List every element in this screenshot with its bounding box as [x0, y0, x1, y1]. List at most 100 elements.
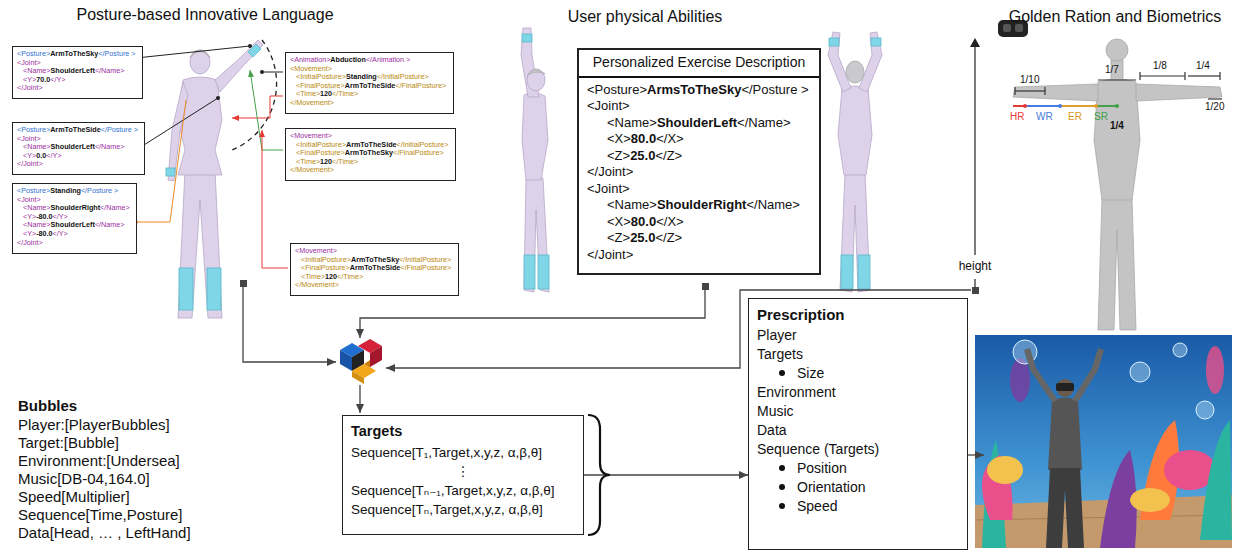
measure-label: 1/4 — [1110, 120, 1124, 131]
ratio-guides — [970, 20, 1222, 288]
list-item: Position — [797, 460, 847, 476]
box-text: Sequence (Targets) — [757, 440, 959, 459]
xml-value: ArmsToTheSky — [647, 82, 741, 97]
xml-line: <Y>70.0</Y> — [17, 76, 138, 85]
bubbles-line: Environment:[Undersea] — [18, 452, 180, 469]
xml-tag: <Name> — [607, 115, 657, 130]
xml-tag: <Posture> — [17, 125, 50, 134]
xml-tag: <Z> — [607, 230, 630, 245]
xml-line: </Movement> — [290, 166, 451, 175]
start-square — [240, 280, 247, 287]
xml-tag: </Time> — [332, 89, 358, 98]
list-item: Orientation — [797, 479, 865, 495]
xml-tag: <Name> — [607, 197, 657, 212]
xml-tag: </Joint> — [17, 83, 43, 92]
xml-value: ShoulderLeft — [51, 66, 95, 75]
leader-lines — [134, 44, 288, 268]
xml-line: <Z>25.0</Z> — [587, 230, 811, 247]
xml-line: <FinalPosture>ArmToTheSide</FinalPosture… — [295, 264, 454, 273]
xml-value: -80.0 — [36, 229, 52, 238]
xml-tag: </Posture > — [101, 125, 138, 134]
bullet-dot — [779, 465, 785, 471]
xml-tag: </InitialPosture> — [399, 255, 451, 264]
bullet-dot — [779, 484, 785, 490]
xml-tag: </Z> — [655, 148, 682, 163]
xml-line: </Movement> — [290, 99, 449, 108]
xml-line: <Movement> — [290, 65, 449, 74]
xml-line: <Time>120</Time> — [290, 158, 451, 167]
xml-line: <Y>0.0</Y> — [17, 152, 140, 161]
xml-value: ArmToTheSide — [350, 263, 401, 272]
xml-tag: <Joint> — [587, 98, 630, 113]
xml-tag: <Time> — [301, 272, 325, 281]
xml-line: </Joint> — [17, 84, 138, 93]
measure-label: 1/8 — [1153, 60, 1167, 71]
xml-tag: </FinalPosture> — [393, 148, 444, 157]
xml-tag: </Y> — [50, 75, 65, 84]
xml-value: 120 — [320, 89, 332, 98]
xml-tag: </Time> — [332, 157, 358, 166]
xml-line: <Joint> — [587, 181, 811, 198]
xml-value: 120 — [320, 157, 332, 166]
xml-tag: </Y> — [53, 212, 68, 221]
bubbles-line: Bubbles — [18, 397, 77, 414]
xml-movement-box: <Movement><InitialPosture>ArmToTheSide</… — [285, 128, 456, 181]
xml-value: 80.0 — [631, 214, 656, 229]
xml-line: <Name>ShoulderRight</Name> — [587, 197, 811, 214]
xml-line: <Name>ShoulderLeft</Name> — [17, 221, 132, 230]
xml-line: <Joint> — [17, 135, 140, 144]
xml-line: </Joint> — [17, 239, 132, 248]
box-text: Music — [757, 402, 959, 421]
bullet-dot — [779, 503, 785, 509]
xml-tag: <Movement> — [295, 246, 337, 255]
xml-tag: </Z> — [655, 230, 682, 245]
box-text: Sequence[Tₙ,Target,x,y,z, α,β,θ] — [351, 500, 575, 519]
xml-tag: <Y> — [23, 212, 36, 221]
bubbles-line: Sequence[Time,Posture] — [18, 506, 183, 523]
xml-tag: <Name> — [23, 66, 51, 75]
xml-posture-box: <Posture>Standing</Posture ><Joint><Name… — [12, 183, 137, 254]
start-square — [972, 287, 979, 294]
xml-tag: <FinalPosture> — [301, 263, 350, 272]
xml-line: <Posture>ArmToTheSide</Posture > — [17, 126, 140, 135]
xml-tag: </Name> — [95, 66, 125, 75]
xml-line: <Movement> — [295, 247, 454, 256]
xml-tag: </Name> — [737, 115, 790, 130]
biometric-figure — [1013, 39, 1222, 330]
xml-value: Standing — [50, 186, 81, 195]
xml-tag: <Movement> — [290, 64, 332, 73]
xml-value: ShoulderRight — [657, 197, 747, 212]
measure-label: SR — [1094, 111, 1108, 122]
xml-value: ArmToTheSky — [351, 255, 399, 264]
xml-tag: <Movement> — [290, 131, 332, 140]
box-text: Environment — [757, 383, 959, 402]
xml-value: ArmToTheSide — [50, 125, 101, 134]
measure-label: 1/4 — [1196, 60, 1210, 71]
xml-tag: <FinalPosture> — [296, 81, 345, 90]
xml-line: <Time>120</Time> — [290, 90, 449, 99]
xml-tag: <Time> — [296, 157, 320, 166]
bullet-row: Size — [757, 364, 959, 383]
xml-line: <Joint> — [587, 98, 811, 115]
xml-tag: </InitialPosture> — [377, 72, 429, 81]
xml-value: Standing — [346, 72, 377, 81]
xml-line: <InitialPosture>Standing</InitialPosture… — [290, 73, 449, 82]
xml-value: ShoulderLeft — [51, 220, 95, 229]
xml-value: ShoulderLeft — [657, 115, 737, 130]
xml-posture-box: <Posture>ArmToTheSide</Posture ><Joint><… — [12, 122, 145, 175]
xml-line: </Joint> — [587, 164, 811, 181]
xml-line: <Name>ShoulderRight</Name> — [17, 204, 132, 213]
box-text: Sequence[Tₙ₋₁,Target,x,y,z, α,β,θ] — [351, 481, 575, 500]
xml-value: 120 — [325, 272, 337, 281]
list-item: Size — [797, 365, 824, 381]
xml-line: <Posture>ArmsToTheSky</Posture > — [587, 82, 811, 99]
xml-tag: <Posture> — [17, 49, 50, 58]
xml-tag: <Joint> — [17, 195, 41, 204]
xml-tag: <Animation> — [290, 55, 330, 64]
motion-arc — [232, 40, 277, 150]
xml-value: ArmToTheSky — [345, 148, 393, 157]
xml-posture-box: <Posture>ArmToTheSky</Posture ><Joint><N… — [12, 46, 143, 99]
xml-line: <Time>120</Time> — [295, 273, 454, 282]
xml-line: <Joint> — [17, 196, 132, 205]
xml-line: <X>80.0</X> — [587, 214, 811, 231]
